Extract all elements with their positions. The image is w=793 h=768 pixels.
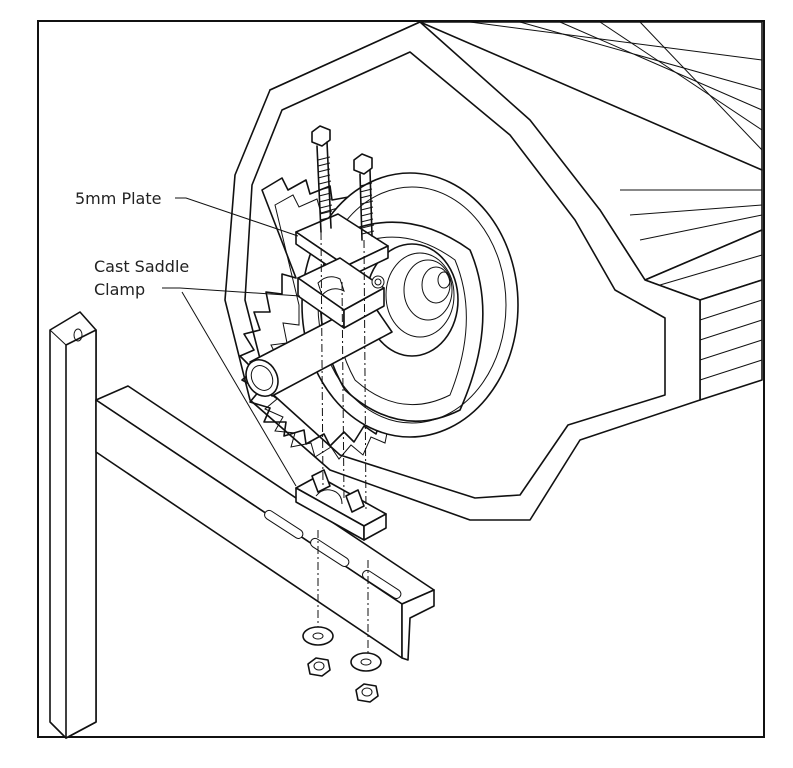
label-clamp-line2: Clamp (94, 280, 145, 299)
slot-3 (362, 569, 402, 599)
slot-1 (264, 509, 304, 539)
angle-bracket (95, 385, 435, 661)
wall-bracket (49, 311, 97, 739)
bolt-left (311, 125, 333, 233)
lower-saddle-clamp (295, 469, 387, 541)
label-plate: 5mm Plate (75, 189, 161, 208)
nut-left (307, 657, 331, 677)
clamp-leader-line (162, 287, 301, 297)
clamp-leader-line-lower (181, 291, 297, 487)
washer-left (302, 626, 334, 646)
bolt-right (353, 153, 375, 241)
slot-2 (310, 537, 350, 567)
drawing-frame (37, 20, 765, 738)
label-clamp-line1: Cast Saddle (94, 257, 189, 276)
roller-barrel (224, 21, 763, 521)
nut-right (355, 683, 379, 703)
washer-right (350, 652, 382, 672)
shaft (245, 299, 393, 397)
plate-leader-line (175, 197, 299, 237)
